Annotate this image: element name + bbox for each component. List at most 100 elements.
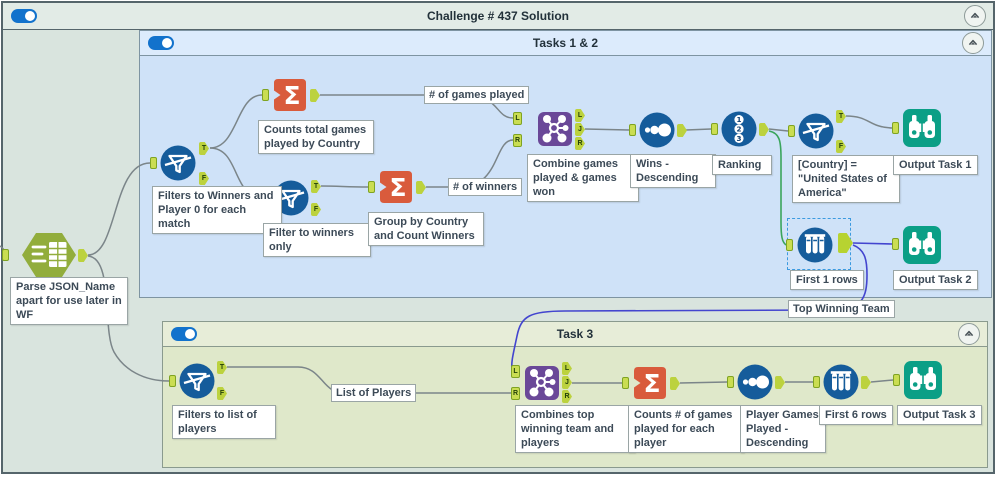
tool-count-player-games-summarize[interactable]	[632, 365, 668, 406]
annotation-filter-players[interactable]: Filters to list of players	[172, 405, 276, 439]
tool-sample-first-1-rows[interactable]	[797, 227, 833, 268]
anchor-in-browse-task1[interactable]	[892, 122, 899, 134]
filter-icon	[798, 113, 834, 149]
tool-browse-task1[interactable]	[902, 108, 942, 153]
anchor-L-out-join-games[interactable]: L	[575, 109, 585, 122]
annotation-sample1[interactable]: First 1 rows	[790, 270, 864, 290]
container-task-3-header[interactable]: Task 3	[163, 322, 987, 347]
container-task-3-toggle[interactable]	[171, 327, 197, 341]
anchor-in-sort-player-games[interactable]	[727, 376, 734, 388]
tool-filter-winners[interactable]	[160, 145, 196, 186]
anchor-in-filter-usa[interactable]	[788, 125, 795, 137]
anchor-in-count-player-games[interactable]	[622, 377, 629, 389]
anchor-L-out-join-top-team[interactable]: L	[562, 362, 572, 375]
tool-sort-player-games[interactable]	[737, 364, 773, 405]
summarize-icon	[378, 169, 414, 205]
annotation-record-id[interactable]: Ranking	[712, 155, 772, 175]
annotation-group-count-winners[interactable]: Group by Country and Count Winners	[368, 212, 484, 246]
wire-parse-to-filter-winners	[87, 162, 151, 256]
anchor-R-in-join-top-team[interactable]: R	[511, 387, 520, 400]
anchor-out-parse-json[interactable]	[78, 249, 88, 262]
anchor-T-filter-winners[interactable]: T	[199, 142, 209, 155]
anchor-in-count-games[interactable]	[262, 89, 269, 101]
anchor-out-sample6[interactable]	[861, 376, 871, 389]
anchor-out-sort-player-games[interactable]	[775, 376, 785, 389]
container-challenge-header[interactable]: Challenge # 437 Solution	[3, 3, 993, 30]
sample-icon	[797, 227, 833, 263]
anchor-L-in-join-games[interactable]: L	[513, 112, 522, 125]
summarize-icon	[632, 365, 668, 401]
anchor-F-filter-players[interactable]: F	[217, 387, 227, 400]
container-task-3-collapse-button[interactable]	[958, 323, 980, 345]
anchor-out-count-player-games[interactable]	[670, 377, 680, 390]
anchor-in-sample6[interactable]	[813, 376, 820, 388]
tool-browse-task2[interactable]	[902, 225, 942, 270]
wire-count-player-games-to-sort2	[679, 381, 728, 384]
annotation-parse-json[interactable]: Parse JSON_Name apart for use later in W…	[10, 277, 128, 325]
anchor-out-group-count[interactable]	[416, 181, 426, 194]
anchor-F-filter-usa[interactable]: F	[836, 140, 846, 153]
annotation-filter-winners[interactable]: Filters to Winners and Player 0 for each…	[152, 186, 282, 234]
annotation-browse-task2[interactable]: Output Task 2	[893, 270, 978, 290]
wire-label-list-of-players[interactable]: List of Players	[331, 384, 417, 402]
tool-join-top-team[interactable]	[524, 365, 560, 406]
anchor-T-filter-usa[interactable]: T	[836, 110, 846, 123]
annotation-sort-player-games[interactable]: Player Games Played - Descending	[740, 405, 826, 453]
wire-label-games-played[interactable]: # of games played	[424, 86, 530, 104]
anchor-in-browse-task3[interactable]	[893, 374, 900, 386]
anchor-R-in-join-games[interactable]: R	[513, 134, 522, 147]
container-tasks-1-2-header[interactable]: Tasks 1 & 2	[140, 31, 991, 56]
wire-label-winners[interactable]: # of winners	[448, 178, 523, 196]
annotation-count-games[interactable]: Counts total games played by Country	[258, 120, 374, 154]
browse-binoculars-icon	[903, 360, 943, 400]
tool-sort-wins[interactable]	[639, 112, 675, 153]
tool-filter-players[interactable]	[179, 363, 215, 404]
anchor-in-filter-winners[interactable]	[150, 157, 157, 169]
container-challenge-collapse-button[interactable]	[964, 5, 986, 27]
anchor-in-sample1[interactable]	[786, 239, 793, 251]
anchor-in-sort-wins[interactable]	[629, 124, 636, 136]
tool-group-count-winners-summarize[interactable]	[378, 169, 414, 210]
anchor-T-filter-players[interactable]: T	[217, 361, 227, 374]
anchor-in-record-id[interactable]	[711, 123, 718, 135]
anchor-L-in-join-top-team[interactable]: L	[511, 365, 520, 378]
anchor-T-filter-winners-only[interactable]: T	[311, 180, 321, 193]
annotation-join-games[interactable]: Combine games played & games won	[527, 154, 639, 202]
annotation-browse-task3[interactable]: Output Task 3	[897, 405, 982, 425]
annotation-sort-wins[interactable]: Wins - Descending	[630, 154, 716, 188]
annotation-join-top-team[interactable]: Combines top winning team and players	[515, 405, 635, 453]
tool-join-games[interactable]	[537, 111, 573, 152]
wire-join-J-to-sort-wins	[584, 128, 630, 131]
anchor-R-out-join-top-team[interactable]: R	[562, 390, 572, 403]
annotation-browse-task1[interactable]: Output Task 1	[893, 155, 978, 175]
annotation-filter-usa[interactable]: [Country] = "United States of America"	[792, 155, 900, 203]
anchor-F-filter-winners[interactable]: F	[199, 172, 209, 185]
anchor-out-sort-wins[interactable]	[677, 124, 687, 137]
annotation-count-player-games[interactable]: Counts # of games played for each player	[628, 405, 744, 453]
tool-record-id-ranking[interactable]	[721, 111, 757, 152]
anchor-J-out-join-games[interactable]: J	[575, 123, 585, 136]
annotation-filter-winners-only[interactable]: Filter to winners only	[263, 223, 371, 257]
tool-browse-task3[interactable]	[903, 360, 943, 405]
anchor-in-filter-players[interactable]	[169, 375, 176, 387]
annotation-sample6[interactable]: First 6 rows	[819, 405, 893, 425]
tool-sample-first-6-rows[interactable]	[823, 364, 859, 405]
anchor-out-sample1[interactable]	[838, 233, 853, 253]
anchor-R-out-join-games[interactable]: R	[575, 137, 585, 150]
container-tasks-1-2-toggle[interactable]	[148, 36, 174, 50]
wire-label-top-winning-team[interactable]: Top Winning Team	[788, 300, 895, 318]
anchor-out-record-id[interactable]	[759, 123, 769, 136]
container-challenge-title: Challenge # 437 Solution	[426, 9, 570, 23]
anchor-F-filter-winners-only[interactable]: F	[311, 203, 321, 216]
anchor-J-out-join-top-team[interactable]: J	[562, 376, 572, 389]
container-tasks-1-2-collapse-button[interactable]	[962, 32, 984, 54]
wire-record-id-to-sample1	[768, 130, 787, 246]
anchor-out-count-games[interactable]	[310, 89, 320, 102]
anchor-in-parse-json[interactable]	[2, 249, 9, 261]
anchor-in-group-count[interactable]	[368, 181, 375, 193]
tool-filter-usa[interactable]	[798, 113, 834, 154]
container-challenge-toggle[interactable]	[11, 9, 37, 23]
anchor-in-browse-task2[interactable]	[892, 238, 899, 250]
tool-count-games-summarize[interactable]	[272, 77, 308, 118]
